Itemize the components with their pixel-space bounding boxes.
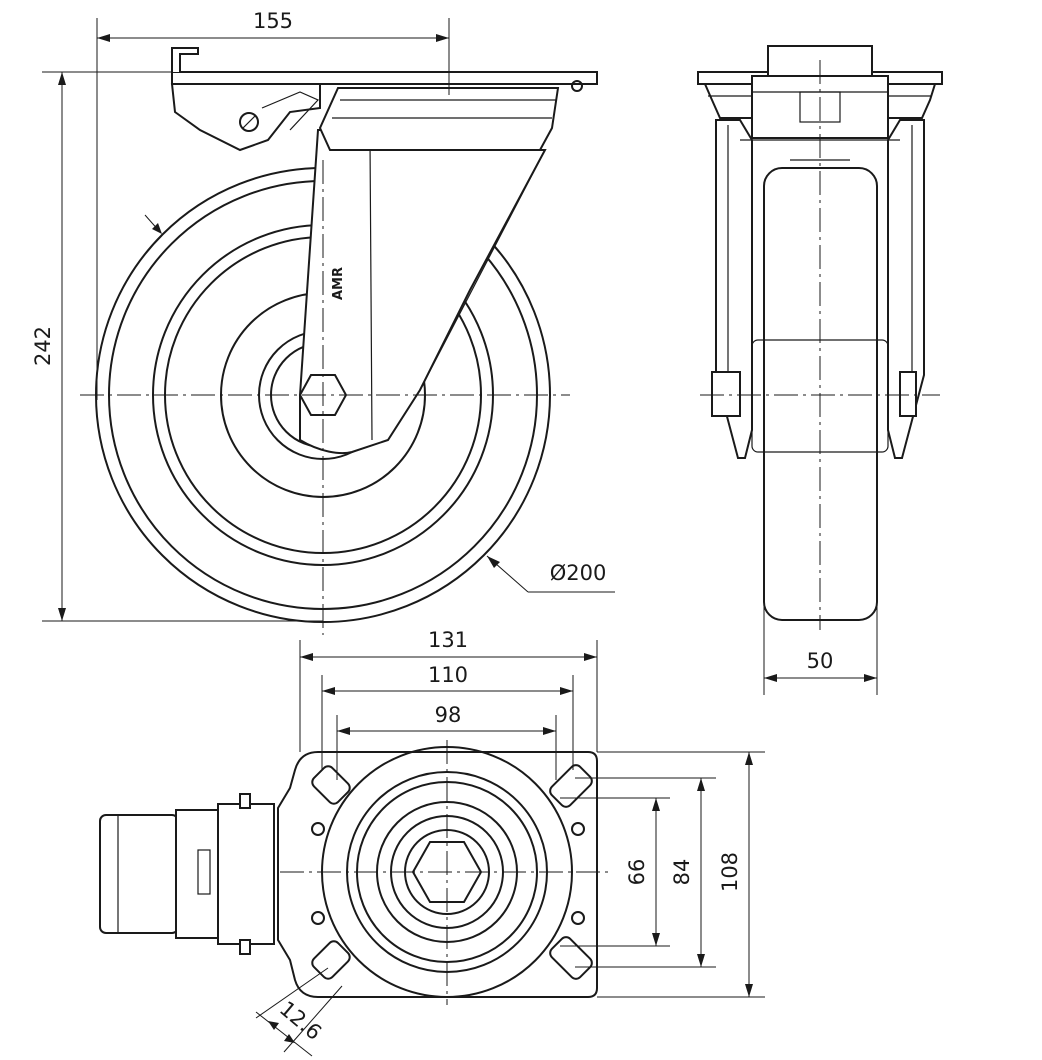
ext-line-a-12-6 xyxy=(255,967,329,1019)
dim-bolt-spacing-98: 98 xyxy=(336,703,557,780)
dim-overall-height: 242 xyxy=(31,71,323,622)
slot-hole-bottom-right-shape xyxy=(549,936,593,980)
slot-hole-bottom-right xyxy=(549,936,593,980)
slot-hole-top-right-shape xyxy=(549,764,593,808)
label-131: 131 xyxy=(428,628,468,652)
swivel-housing xyxy=(318,87,560,151)
brake-pedal xyxy=(171,47,199,72)
label-50: 50 xyxy=(807,649,834,673)
arrow-242-bottom xyxy=(58,608,66,621)
dim-wheel-diameter: Ø200 xyxy=(486,555,615,593)
dim-bolt-spacing-84: 84 xyxy=(575,777,716,968)
arrow-66-top xyxy=(652,798,660,811)
brake-pivot-slot xyxy=(242,115,256,129)
top-brake-housing xyxy=(217,803,275,945)
dim-plate-width: 108 xyxy=(597,751,765,998)
arrow-98-left xyxy=(337,727,350,735)
arrow-110-left xyxy=(322,687,335,695)
slot-hole-bottom-left xyxy=(311,940,351,980)
top-plate xyxy=(171,71,598,85)
front-axle-nut-right-icon xyxy=(899,371,917,417)
brake-housing xyxy=(170,83,321,152)
front-view xyxy=(697,45,943,630)
label-242: 242 xyxy=(31,326,55,366)
fork-logo: AMR xyxy=(331,267,346,300)
label-12-6: 12.6 xyxy=(275,996,326,1044)
top-brake-spring xyxy=(197,849,211,895)
label-84: 84 xyxy=(670,859,694,886)
round-hole-left-bottom xyxy=(311,911,325,925)
arrow-66-bottom xyxy=(652,933,660,946)
arrow-108-top xyxy=(745,752,753,765)
arrow-12-6-b xyxy=(284,1034,295,1043)
label-diameter: Ø200 xyxy=(550,561,607,585)
arrow-98-right xyxy=(543,727,556,735)
arrow-131-left xyxy=(300,653,313,661)
leader-diameter xyxy=(486,555,529,593)
label-98: 98 xyxy=(435,703,462,727)
dim-overall-length: 155 xyxy=(96,9,450,400)
label-110: 110 xyxy=(428,663,468,687)
dim-plate-length: 131 xyxy=(299,628,598,752)
arrow-242-top xyxy=(58,72,66,85)
arrow-50-left xyxy=(764,674,777,682)
round-hole-left-top xyxy=(311,822,325,836)
top-brake-pin-top xyxy=(239,793,251,809)
side-view: AMR xyxy=(80,47,598,635)
top-brake-pin-bottom xyxy=(239,939,251,955)
top-view xyxy=(99,740,610,1005)
brake-pivot-icon xyxy=(239,112,259,132)
front-axle-nut-left-icon xyxy=(711,371,741,417)
arrow-84-bottom xyxy=(697,954,705,967)
round-hole-right-top xyxy=(571,822,585,836)
slot-hole-top-left-shape xyxy=(311,765,351,805)
dim-bolt-spacing-110: 110 xyxy=(321,663,574,770)
dim-wheel-width: 50 xyxy=(763,600,878,695)
arrow-155-left xyxy=(97,34,110,42)
dim-line-12-6 xyxy=(255,1011,313,1057)
arrow-50-right xyxy=(864,674,877,682)
arrow-131-right xyxy=(584,653,597,661)
plate-rivet-icon xyxy=(571,80,583,92)
slot-hole-top-left xyxy=(311,765,351,805)
slot-hole-bottom-left-shape xyxy=(311,940,351,980)
label-155: 155 xyxy=(253,9,293,33)
slot-hole-top-right xyxy=(549,764,593,808)
dim-bolt-spacing-66: 66 xyxy=(560,797,670,947)
round-hole-right-bottom xyxy=(571,911,585,925)
top-brake-body xyxy=(175,809,219,939)
arrow-155-right xyxy=(436,34,449,42)
brake-link xyxy=(261,91,320,131)
label-108: 108 xyxy=(718,852,742,892)
arrow-84-top xyxy=(697,778,705,791)
fork-edge xyxy=(419,149,546,391)
arrow-108-bottom xyxy=(745,984,753,997)
arrow-12-6-a xyxy=(268,1021,279,1030)
label-66: 66 xyxy=(625,859,649,886)
top-brake-pedal xyxy=(99,814,179,934)
tread-leader-arrow xyxy=(152,223,162,234)
arrow-110-right xyxy=(560,687,573,695)
